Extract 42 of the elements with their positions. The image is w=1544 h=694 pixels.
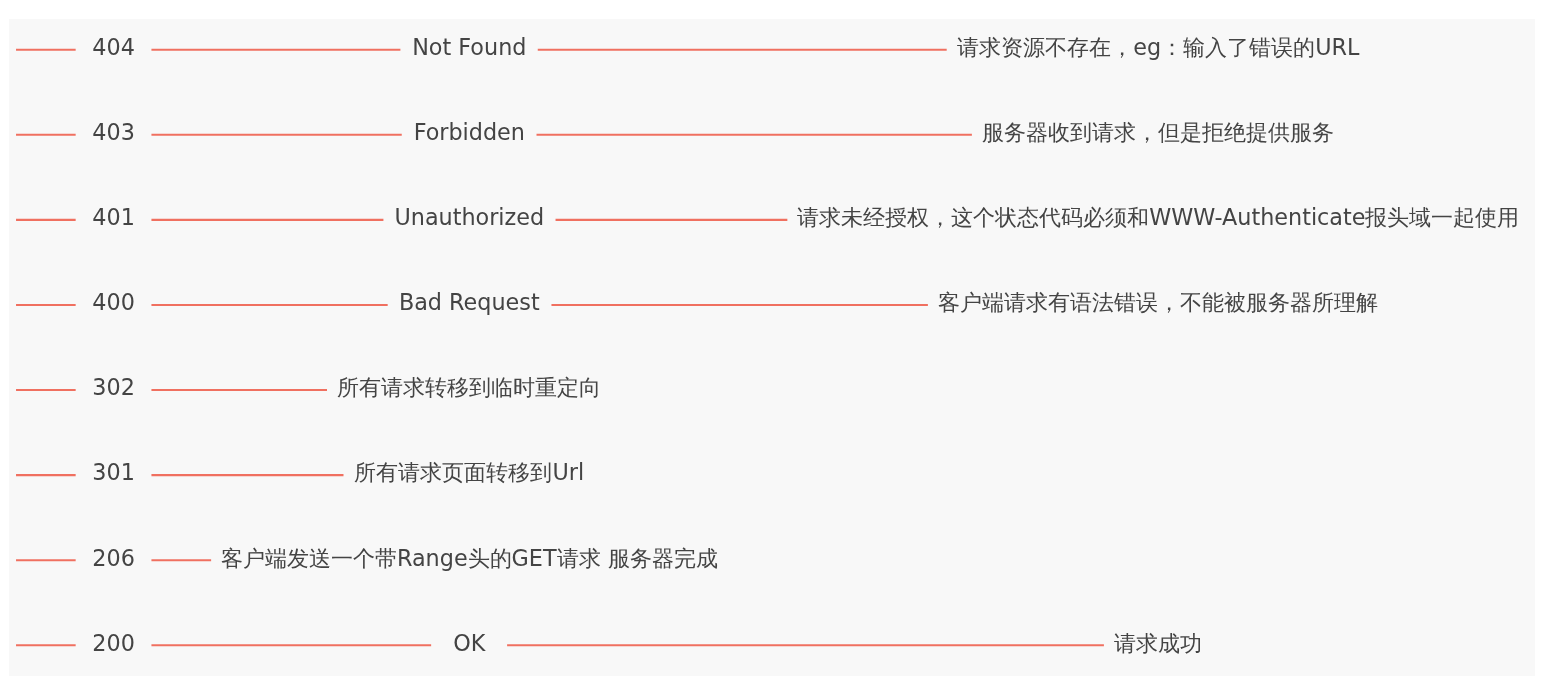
connector: [151, 388, 327, 391]
connector: [16, 473, 76, 476]
node-text: Bad Request: [398, 288, 540, 315]
node-text: 请求未经授权，这个状态代码必须和WWW-Authenticate报头域一起使用: [797, 203, 1520, 230]
connector: [151, 48, 401, 51]
node-text: 403: [92, 118, 135, 145]
node-text: 400: [92, 288, 135, 315]
connector: [16, 303, 76, 306]
connector: [16, 388, 76, 391]
connector: [16, 643, 76, 646]
connector: [151, 473, 344, 476]
node-text: 所有请求页面转移到Url: [354, 458, 585, 485]
node-text: 请求成功: [1114, 629, 1203, 656]
connector: [16, 133, 76, 136]
node-text: OK: [453, 629, 486, 656]
connector: [151, 558, 212, 561]
connector: [16, 48, 76, 51]
node-text: Forbidden: [413, 118, 525, 145]
connector: [151, 303, 388, 306]
connector: [555, 218, 788, 221]
connector: [151, 218, 384, 221]
node-text: 206: [92, 544, 135, 571]
node-text: 请求资源不存在，eg：输入了错误的URL: [957, 33, 1360, 60]
node-text: 客户端请求有语法错误，不能被服务器所理解: [938, 288, 1379, 315]
connector: [16, 558, 76, 561]
node-text: Unauthorized: [394, 203, 545, 230]
connector: [507, 643, 1104, 646]
node-text: 客户端发送一个带Range头的GET请求 服务器完成: [220, 544, 718, 571]
node-text: 200: [92, 629, 135, 656]
node-text: 服务器收到请求，但是拒绝提供服务: [982, 118, 1335, 145]
node-text: 404: [92, 33, 135, 60]
connector: [151, 133, 402, 136]
node-text: 302: [92, 373, 135, 400]
connector: [536, 133, 972, 136]
connector: [151, 643, 432, 646]
connector: [537, 48, 947, 51]
connector: [16, 218, 76, 221]
node-text: 所有请求转移到临时重定向: [337, 373, 602, 400]
node-text: 401: [92, 203, 135, 230]
node-text: Not Found: [412, 33, 527, 60]
connector: [551, 303, 928, 306]
node-text: 301: [92, 458, 135, 485]
